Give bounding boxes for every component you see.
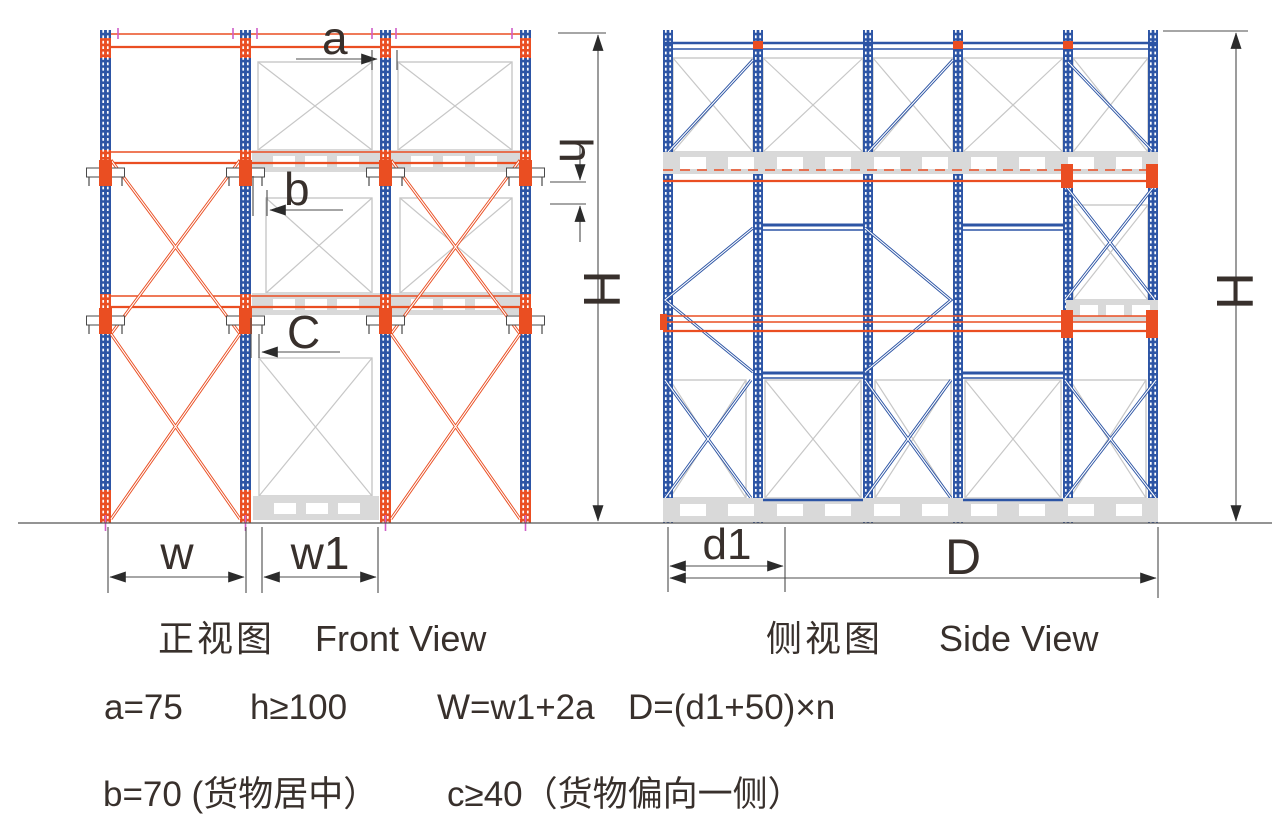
side-view-caption-cn: 侧视图 bbox=[766, 618, 884, 659]
side-upright-post bbox=[863, 30, 873, 523]
rail-bracket bbox=[226, 308, 265, 334]
front-upright-posts bbox=[100, 30, 531, 531]
dimension-H-front: H bbox=[558, 32, 630, 522]
front-view-caption-en: Front View bbox=[315, 618, 487, 659]
dimension-a: a bbox=[296, 12, 398, 70]
rail-bracket bbox=[366, 160, 405, 186]
formula-b: b=70 (货物居中） bbox=[103, 775, 379, 814]
formula-c: c≥40（货物偏向一侧） bbox=[447, 775, 803, 814]
pallet bbox=[390, 293, 520, 315]
dimension-H-side: H bbox=[1163, 30, 1263, 522]
rail-bracket bbox=[506, 160, 545, 186]
dim-label-H-front: H bbox=[572, 270, 630, 308]
dim-label-b: b bbox=[284, 163, 310, 215]
formula-a: a=75 bbox=[104, 688, 183, 727]
dim-label-w: w bbox=[159, 527, 194, 579]
pallet bbox=[390, 150, 520, 172]
front-cross-braces bbox=[109, 159, 522, 520]
side-upright-post bbox=[753, 30, 763, 523]
dim-label-d1: d1 bbox=[703, 520, 752, 569]
front-pallets bbox=[252, 150, 520, 520]
pallet bbox=[253, 496, 379, 520]
front-view-caption-cn: 正视图 bbox=[158, 618, 276, 659]
dim-label-a: a bbox=[322, 12, 348, 64]
dimension-D: D bbox=[669, 527, 1159, 598]
dim-label-D: D bbox=[945, 529, 981, 585]
front-upright-post bbox=[100, 30, 111, 531]
dimension-w1: w1 bbox=[261, 527, 379, 593]
side-guide-rails bbox=[660, 164, 1158, 338]
side-top-beam bbox=[663, 41, 1158, 50]
side-view-caption: 侧视图 Side View bbox=[766, 610, 1098, 662]
pallet-band bbox=[663, 152, 1158, 174]
side-upright-post bbox=[1063, 30, 1073, 523]
front-view-caption: 正视图 Front View bbox=[158, 610, 486, 662]
side-diagonal-braces bbox=[662, 58, 1158, 499]
dim-label-w1: w1 bbox=[290, 527, 350, 579]
rail-bracket bbox=[86, 160, 125, 186]
front-upright-post bbox=[240, 30, 251, 531]
dimension-w: w bbox=[107, 527, 247, 593]
rail-bracket bbox=[506, 308, 545, 334]
pallet bbox=[252, 150, 380, 172]
formula-w: W=w1+2a bbox=[437, 688, 595, 727]
dim-label-c: C bbox=[287, 306, 320, 358]
pallet bbox=[1066, 300, 1158, 322]
front-rails bbox=[100, 28, 531, 309]
front-view-drawing: a b C h H w bbox=[86, 12, 630, 593]
rail-bracket bbox=[226, 160, 265, 186]
front-upright-post bbox=[380, 30, 391, 531]
side-upright-post bbox=[953, 30, 963, 523]
dimension-d1: d1 bbox=[667, 520, 786, 592]
side-cross-beams bbox=[763, 223, 1063, 379]
formula-h: h≥100 bbox=[250, 688, 348, 727]
rail-bracket bbox=[366, 308, 405, 334]
side-goods-boxes bbox=[669, 57, 1149, 499]
front-rail-brackets bbox=[86, 160, 545, 334]
side-view-drawing: d1 D H bbox=[660, 30, 1263, 598]
dim-label-H-side: H bbox=[1205, 272, 1263, 310]
formula-d: D=(d1+50)×n bbox=[628, 688, 836, 727]
dimension-h: h bbox=[550, 137, 602, 242]
side-upright-post bbox=[1148, 30, 1158, 523]
pallet-band bbox=[663, 498, 1158, 522]
side-upright-post bbox=[663, 30, 673, 523]
dim-label-h: h bbox=[550, 137, 602, 163]
dimension-b: b bbox=[252, 163, 343, 216]
front-upright-post bbox=[520, 30, 531, 531]
rail-bracket bbox=[86, 308, 125, 334]
dimension-c: C bbox=[250, 306, 340, 358]
side-upright-posts bbox=[663, 30, 1158, 523]
side-view-caption-en: Side View bbox=[939, 618, 1099, 659]
side-pallets bbox=[663, 152, 1158, 522]
pallet bbox=[252, 293, 380, 315]
